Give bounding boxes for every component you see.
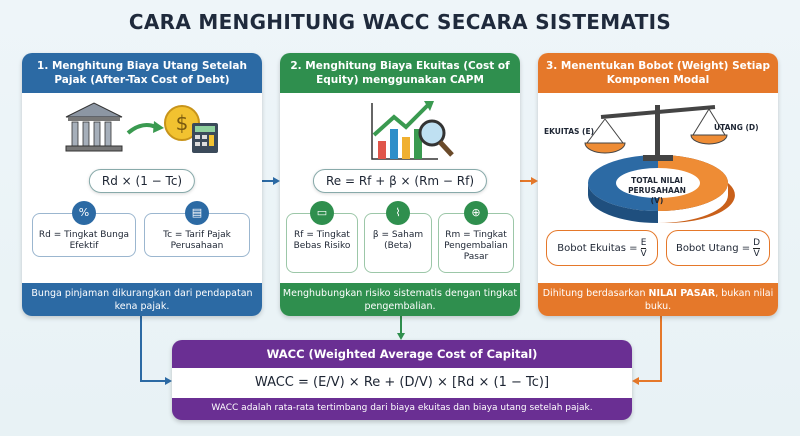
panel-footer: Bunga pinjaman dikurangkan dari pendapat…	[22, 283, 262, 316]
connector-3	[660, 316, 662, 381]
wacc-title: WACC (Weighted Average Cost of Capital)	[266, 347, 538, 361]
panel-cost-of-equity: 2. Menghitung Biaya Ekuitas (Cost of Equ…	[280, 53, 520, 316]
wacc-description: WACC adalah rata-rata tertimbang dari bi…	[211, 403, 593, 413]
card-rm: ⊕ Rm = Tingkat Pengembalian Pasar	[438, 201, 514, 273]
connector-12	[262, 180, 276, 182]
label-ekuitas: EKUITAS (E)	[544, 127, 595, 136]
label-utang: UTANG (D)	[714, 123, 759, 132]
connector-3b	[636, 380, 662, 382]
panel-after-tax-cost-of-debt: 1. Menghitung Biaya Utang Setelah Pajak …	[22, 53, 262, 316]
numerator: D	[753, 237, 761, 249]
footer-bold: NILAI PASAR	[648, 288, 716, 299]
tax-document-icon: ▤	[185, 201, 209, 225]
stock-chart-icon: ⌇	[386, 201, 410, 225]
globe-percent-icon: ⊕	[464, 201, 488, 225]
card-text: Rm = Tingkat Pengembalian Pasar	[444, 230, 508, 262]
connector-23	[520, 180, 534, 182]
panel-footer: Dihitung berdasarkan NILAI PASAR, bukan …	[538, 283, 778, 316]
card-rd: % Rd = Tingkat Bunga Efektif	[32, 201, 136, 257]
denominator: V	[753, 248, 760, 259]
wacc-formula: WACC = (E/V) × Re + (D/V) × [Rd × (1 − T…	[172, 368, 632, 398]
card-rf: ▭ Rf = Tingkat Bebas Risiko	[286, 201, 358, 273]
connector-1	[140, 316, 142, 381]
panel-title: 1. Menghitung Biaya Utang Setelah Pajak …	[22, 53, 262, 93]
weight-label: Bobot Ekuitas =	[557, 242, 638, 254]
formula-after-tax-debt: Rd × (1 − Tc)	[88, 169, 196, 193]
label-total-value: TOTAL NILAI PERUSAHAAN (V)	[628, 176, 686, 205]
card-beta: ⌇ β = Saham (Beta)	[364, 201, 432, 273]
panel-title: 2. Menghitung Biaya Ekuitas (Cost of Equ…	[280, 53, 520, 93]
panel-footer: Menghubungkan risiko sistematis dengan t…	[280, 283, 520, 316]
panel-title: 3. Menentukan Bobot (Weight) Setiap Komp…	[538, 53, 778, 93]
numerator: E	[640, 237, 647, 249]
card-text: Rf = Tingkat Bebas Risiko	[293, 230, 351, 251]
weight-label: Bobot Utang =	[675, 242, 751, 254]
card-text: Tc = Tarif Pajak Perusahaan	[163, 230, 231, 251]
certificate-icon: ▭	[310, 201, 334, 225]
connector-2	[400, 316, 402, 336]
card-text: β = Saham (Beta)	[372, 230, 424, 251]
footer-text: , bukan nilai buku.	[644, 288, 774, 312]
denominator: V	[640, 248, 647, 259]
card-text: Rd = Tingkat Bunga Efektif	[38, 230, 130, 251]
bank-to-money-icon: $	[65, 102, 218, 153]
growth-chart-magnifier-icon	[371, 101, 454, 160]
panel-weights: 3. Menentukan Bobot (Weight) Setiap Komp…	[538, 53, 778, 316]
balance-scale-ring-icon	[584, 105, 735, 223]
page-title: CARA MENGHITUNG WACC SECARA SISTEMATIS	[128, 10, 672, 34]
wacc-box: WACC (Weighted Average Cost of Capital) …	[172, 340, 632, 420]
percent-dollar-icon: %	[72, 201, 96, 225]
footer-text: Dihitung berdasarkan	[542, 288, 649, 299]
svg-text:$: $	[176, 111, 189, 135]
card-tc: ▤ Tc = Tarif Pajak Perusahaan	[144, 201, 250, 257]
connector-1b	[140, 380, 168, 382]
formula-capm: Re = Rf + β × (Rm − Rf)	[312, 169, 488, 193]
